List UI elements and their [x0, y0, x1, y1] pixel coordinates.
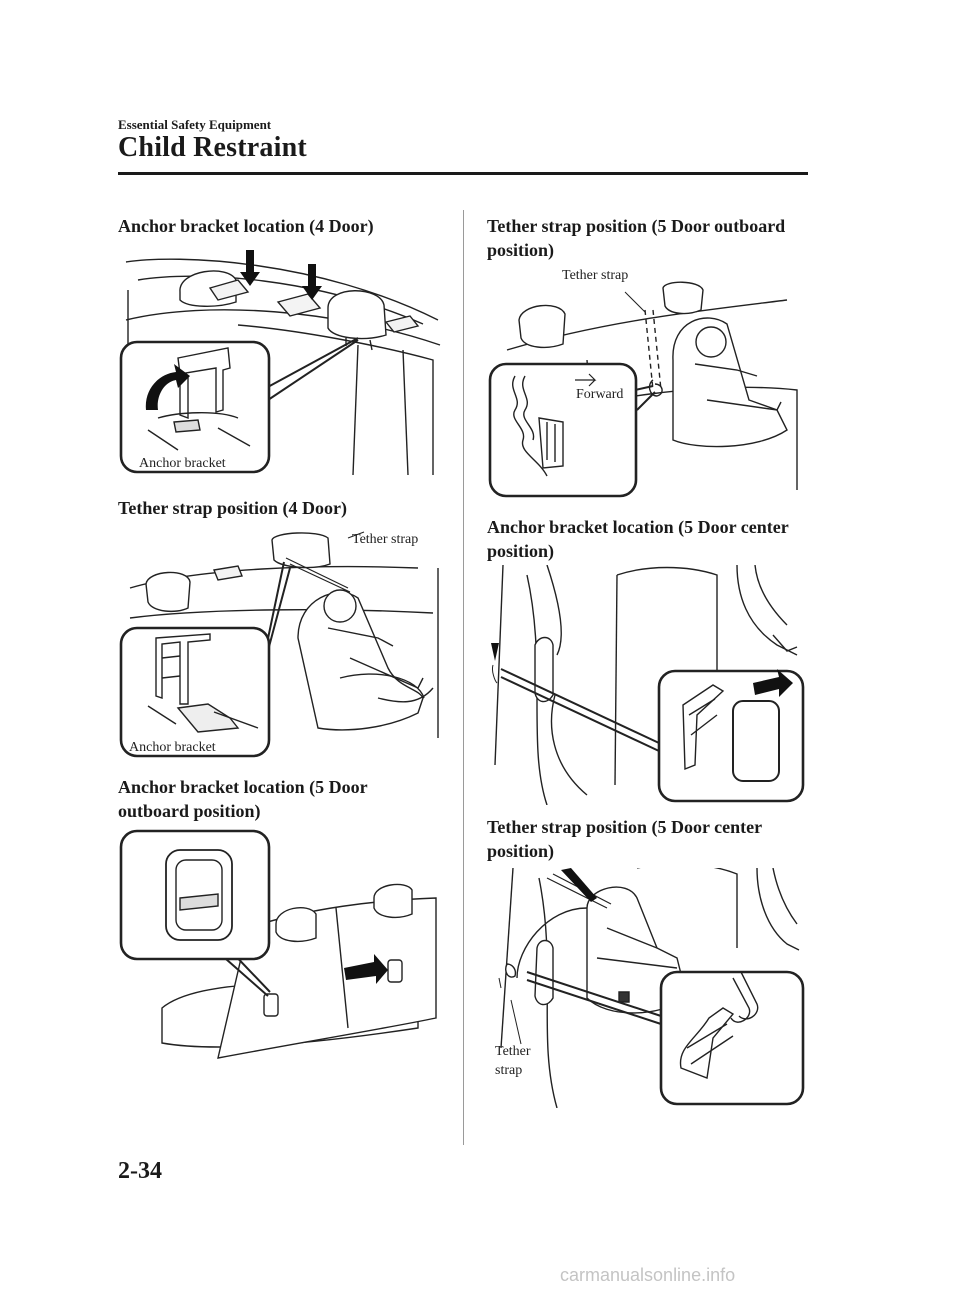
page-number: 2-34 — [118, 1158, 162, 1184]
label-tether-strap: Tether strap — [352, 532, 419, 547]
anchor-5door-center-illustration — [491, 565, 807, 805]
label-tether-strap: Tether strap — [562, 268, 629, 283]
label-anchor-bracket: Anchor bracket — [129, 740, 216, 755]
figure-caption-anchor-5door-center: Anchor bracket location (5 Door center p… — [487, 517, 789, 561]
figure-caption-anchor-4door: Anchor bracket location (4 Door) — [118, 216, 374, 236]
tether-4door-illustration — [118, 528, 448, 763]
page-title: Child Restraint — [118, 132, 307, 163]
figure-caption-tether-5door-center: Tether strap position (5 Door center pos… — [487, 817, 763, 861]
header-rule — [118, 172, 808, 175]
figure-caption-tether-5door-outboard: Tether strap position (5 Door outboard p… — [487, 216, 786, 260]
tether-5door-outboard-illustration — [487, 280, 807, 500]
label-tether: Tether — [495, 1044, 531, 1059]
figure-caption-anchor-5door-outboard: Anchor bracket location (5 Door outboard… — [118, 777, 368, 821]
tether-5door-center-illustration — [487, 868, 807, 1108]
label-strap: strap — [495, 1063, 523, 1078]
anchor-5door-outboard-illustration — [118, 828, 448, 1068]
section-label: Essential Safety Equipment — [118, 117, 272, 132]
label-forward: Forward — [576, 387, 624, 402]
column-divider — [463, 210, 464, 1145]
watermark: carmanualsonline.info — [560, 1265, 736, 1285]
figure-caption-tether-4door: Tether strap position (4 Door) — [118, 498, 347, 518]
label-anchor-bracket: Anchor bracket — [139, 456, 226, 471]
anchor-4door-illustration — [118, 250, 448, 480]
